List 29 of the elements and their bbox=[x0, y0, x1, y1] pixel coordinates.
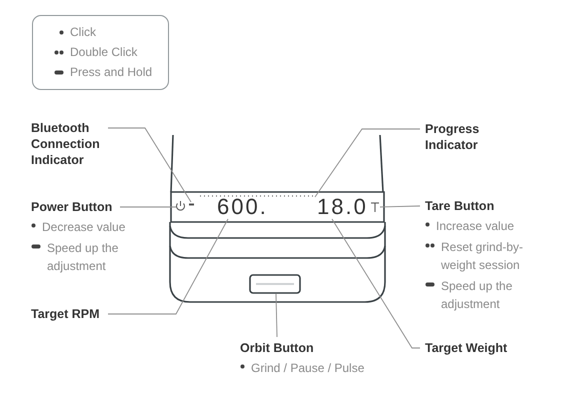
list-item-text: Increase value bbox=[436, 218, 516, 235]
list-item-text: Grind / Pause / Pulse bbox=[251, 360, 366, 377]
callout-heading: Power Button bbox=[31, 199, 114, 215]
callout-label: Target Weight bbox=[425, 340, 535, 356]
callout-label: Target RPM bbox=[31, 306, 111, 322]
list-item-text: Speed up the adjustment bbox=[47, 240, 120, 275]
display-reading: 18.0 bbox=[317, 196, 368, 218]
power-icon bbox=[176, 200, 185, 211]
legend-text: Click bbox=[70, 25, 96, 39]
list-item-text: Decrease value bbox=[42, 219, 126, 236]
leader-line bbox=[108, 218, 228, 314]
callout-heading: Orbit Button bbox=[240, 340, 315, 356]
indicator-mark bbox=[189, 204, 194, 206]
tare-icon bbox=[370, 202, 380, 212]
callout-label: Progress Indicator bbox=[425, 121, 505, 153]
legend-text: Press and Hold bbox=[70, 65, 152, 79]
leader-line bbox=[380, 206, 420, 208]
display-reading: 600. bbox=[217, 196, 268, 218]
leader-line bbox=[276, 294, 278, 338]
list-item-text: Speed up the adjustment bbox=[441, 278, 514, 313]
list-item-text: Reset grind-by-weight session bbox=[441, 239, 524, 274]
legend-text: Double Click bbox=[70, 45, 138, 59]
orbit-button bbox=[249, 274, 301, 294]
leader-line bbox=[120, 206, 176, 208]
leader-line bbox=[108, 128, 192, 202]
leader-line bbox=[332, 218, 420, 348]
callout-heading: Tare Button bbox=[425, 198, 496, 214]
callout-label: Bluetooth Connection Indicator bbox=[31, 120, 111, 168]
leader-line bbox=[314, 128, 420, 198]
